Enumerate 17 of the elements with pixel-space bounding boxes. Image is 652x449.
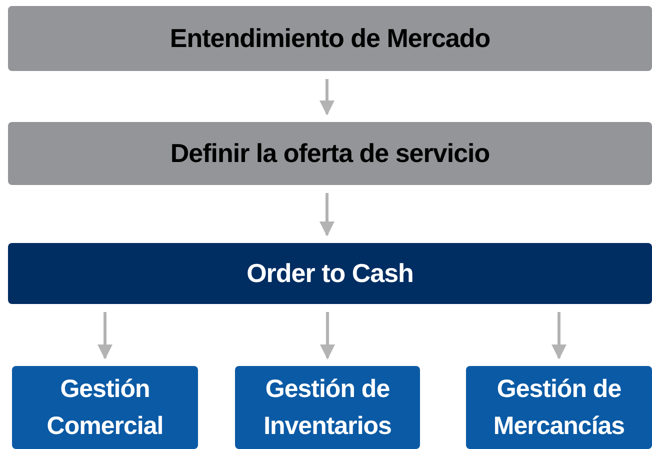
process-box [8,6,652,71]
box-label: Gestión de Mercancías [492,374,626,442]
box-label: Gestión de Inventarios [262,374,392,442]
process-box [8,243,652,304]
arrow [98,312,112,360]
process-box [12,366,198,449]
process-box [466,366,652,449]
box-label: Gestión Comercial [46,374,164,442]
arrow [320,79,334,116]
box-label: Entendimiento de Mercado [170,22,490,55]
process-box [235,366,420,449]
process-box [8,122,652,185]
arrow [320,193,334,236]
box-label: Order to Cash [246,256,414,290]
arrow [552,312,566,360]
box-label: Definir la oferta de servicio [170,136,490,170]
arrow [320,312,335,360]
